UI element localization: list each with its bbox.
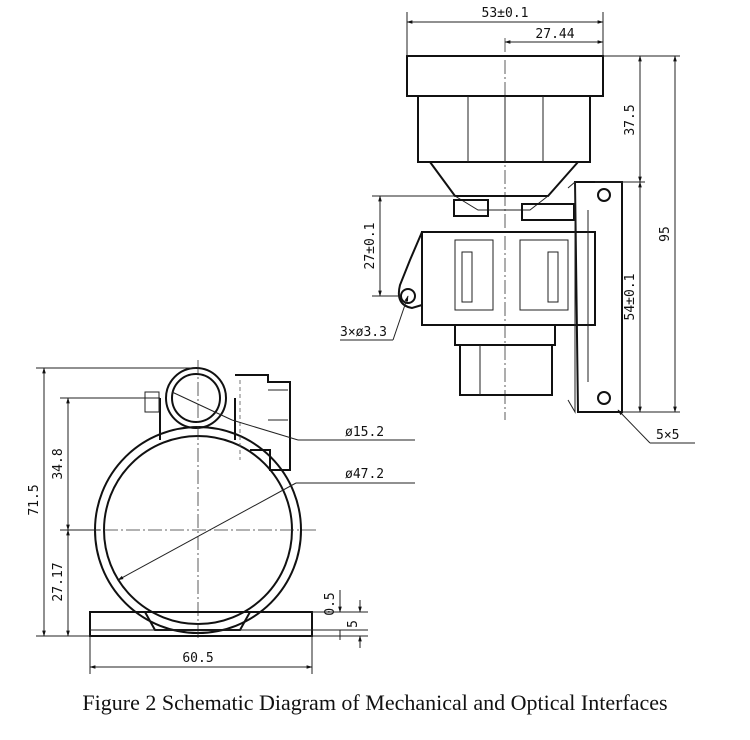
mount-lug	[397, 231, 423, 310]
dim-width: 53±0.1	[482, 6, 529, 21]
dim-offset: 27.44	[535, 27, 574, 42]
dim-front-total-height: 71.5	[27, 484, 42, 515]
dim-upper-height: 37.5	[623, 104, 638, 135]
base-plate	[89, 611, 313, 637]
dim-small-dia: ø15.2	[345, 425, 384, 440]
front-view: ø15.2 ø47.2 71.5 34.8 27.17 0.5 5 6	[27, 360, 415, 674]
dim-base-width: 60.5	[182, 651, 213, 666]
figure-caption: Figure 2 Schematic Diagram of Mechanical…	[82, 690, 668, 715]
dim-mount-holes: 3×ø3.3	[340, 325, 387, 340]
mechanical-drawing: 53±0.1 27.44 37.5 54±0.1 95 27±0.1 3×ø3.…	[27, 6, 695, 674]
dim-total-height: 95	[658, 226, 673, 242]
dim-slot: 5×5	[656, 428, 679, 443]
small-barrel-outer	[165, 367, 227, 429]
lens-cone	[429, 161, 579, 197]
dim-base-gap: 0.5	[323, 592, 338, 615]
mount-bracket	[573, 181, 623, 413]
mount-hole	[400, 288, 416, 304]
dim-large-dia: ø47.2	[345, 467, 384, 482]
lower-barrel	[459, 344, 553, 396]
side-view: 53±0.1 27.44 37.5 54±0.1 95 27±0.1 3×ø3.…	[340, 6, 695, 444]
dim-front-upper-height: 34.8	[51, 448, 66, 479]
dim-base-thickness: 5	[346, 620, 361, 628]
base-neck	[120, 611, 272, 631]
lens-body	[417, 96, 591, 163]
dim-front-lower-height: 27.17	[51, 562, 66, 601]
small-barrel-inner	[171, 373, 221, 423]
side-mechanism	[235, 374, 291, 471]
flange	[421, 231, 596, 326]
dim-flange-height: 27±0.1	[363, 223, 378, 270]
dim-bracket-height: 54±0.1	[623, 274, 638, 321]
